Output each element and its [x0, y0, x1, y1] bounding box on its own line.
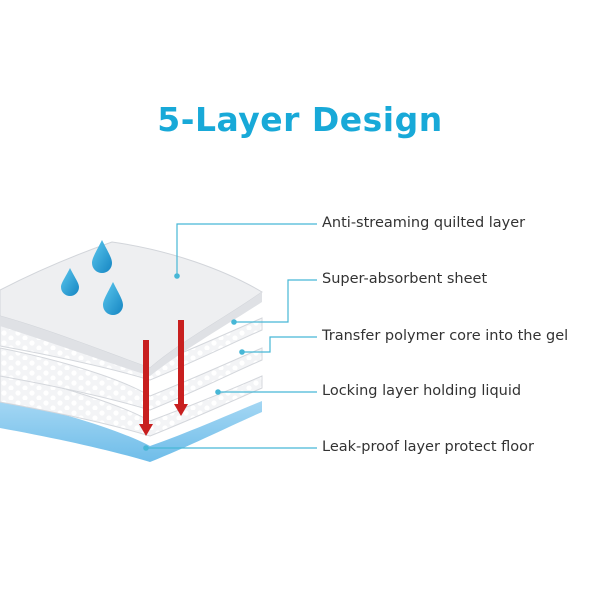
- leader-dots: [143, 273, 245, 451]
- absorption-arrow-icon: [174, 320, 188, 416]
- layer-label-leak-proof: Leak-proof layer protect floor: [322, 439, 534, 455]
- water-droplet-icon: [92, 240, 112, 273]
- water-droplet-icon: [61, 268, 79, 296]
- leader-lines: [146, 223, 317, 449]
- layer-3-sheet: [0, 347, 263, 411]
- layer-label-anti-streaming: Anti-streaming quilted layer: [322, 215, 526, 231]
- leader-line-2: [234, 279, 317, 323]
- diagram-title: 5-Layer Design: [157, 100, 443, 139]
- layer-label-super-absorbent: Super-absorbent sheet: [322, 271, 488, 287]
- layer-label-transfer-polymer: Transfer polymer core into the gel: [322, 328, 569, 344]
- leader-line-3: [242, 336, 317, 353]
- water-droplet-icon: [103, 282, 123, 315]
- absorption-arrow-icon: [139, 340, 153, 436]
- layer-label-locking: Locking layer holding liquid: [322, 383, 522, 399]
- layer-1-edge: [0, 292, 262, 376]
- leader-line-1: [176, 223, 317, 276]
